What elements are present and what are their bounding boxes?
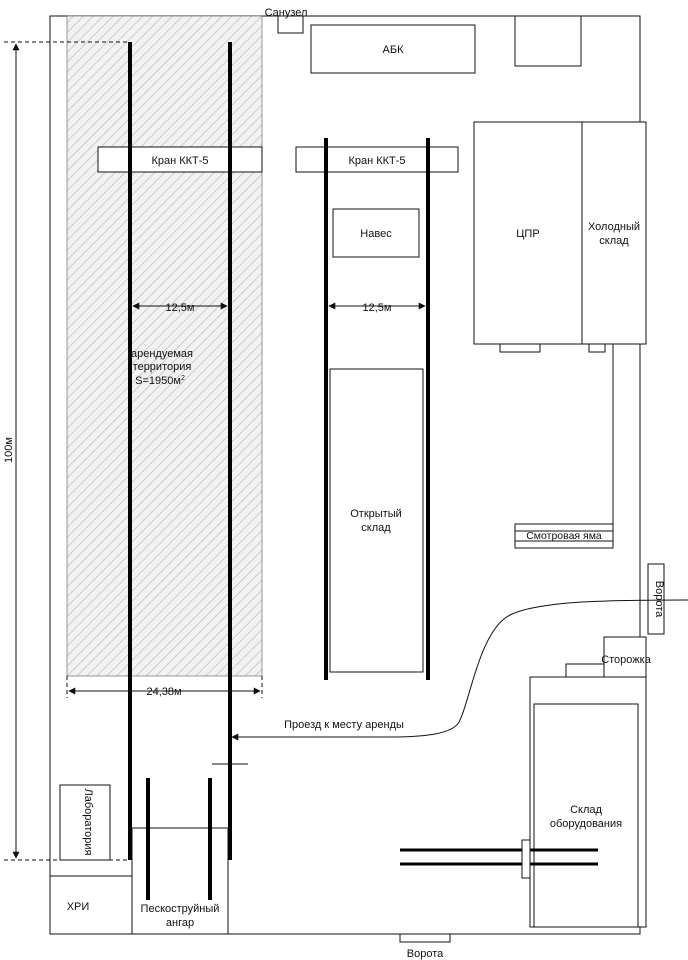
guardhouse-label: Сторожка xyxy=(601,654,652,666)
sandblast-line2: ангар xyxy=(166,917,194,929)
rent-label-line2: территория xyxy=(133,361,192,373)
laboratory-label: Лаборатория xyxy=(82,789,94,856)
sanuzel-block[interactable] xyxy=(277,15,304,34)
cold-store-block[interactable] xyxy=(581,121,647,345)
height-dimension-label: 100м xyxy=(3,437,15,463)
inspection-pit-label: Смотровая яма xyxy=(526,530,602,542)
gate-right-label: Ворота xyxy=(653,581,665,618)
rent-area-label: S=1950м2 xyxy=(135,375,185,387)
top-right-block[interactable] xyxy=(514,15,582,67)
laboratory-block[interactable] xyxy=(59,784,111,861)
equipment-store-line1: Склад xyxy=(570,804,602,816)
cold-store-line2: склад xyxy=(599,235,629,247)
rent-label-line1: арендуемая xyxy=(131,348,193,360)
gate-bottom-label: Ворота xyxy=(407,948,444,960)
sandblast-line1: Пескоструйный xyxy=(141,903,220,915)
guardhouse-block[interactable] xyxy=(603,636,647,678)
crane-right-label: Кран ККТ-5 xyxy=(348,155,405,167)
abk-label: АБК xyxy=(383,44,405,56)
sanuzel-label: Санузел xyxy=(265,7,308,19)
cold-store-door xyxy=(588,343,606,353)
naves-label: Навес xyxy=(360,228,392,240)
guardhouse-step xyxy=(565,663,605,678)
site-boundary xyxy=(49,15,641,935)
passage-label: Проезд к месту аренды xyxy=(284,719,404,731)
naves-block[interactable] xyxy=(332,208,420,258)
cpr-label: ЦПР xyxy=(516,228,539,240)
open-store-line2: склад xyxy=(361,522,391,534)
crane-left-label: Кран ККТ-5 xyxy=(151,155,208,167)
crane-right[interactable] xyxy=(295,146,459,173)
abk-block[interactable] xyxy=(310,24,476,74)
inspection-pit[interactable] xyxy=(514,523,614,549)
gate-bottom[interactable] xyxy=(399,933,451,943)
crane-left[interactable] xyxy=(97,146,263,173)
equipment-store-inner[interactable] xyxy=(533,703,639,928)
open-store-block[interactable] xyxy=(329,368,424,673)
passage-road xyxy=(231,599,688,741)
rented-area[interactable] xyxy=(66,15,263,677)
hri-block[interactable] xyxy=(49,875,133,935)
open-store-line1: Открытый xyxy=(350,508,402,520)
span-left-label: 12,5м xyxy=(166,302,195,314)
cpr-block[interactable] xyxy=(473,121,583,345)
gate-right[interactable] xyxy=(647,563,665,635)
hri-label: ХРИ xyxy=(67,901,90,913)
equipment-store-line2: оборудования xyxy=(550,818,622,830)
cpr-door xyxy=(499,343,541,353)
span-right-label: 12,5м xyxy=(363,302,392,314)
equipment-rail-gate xyxy=(521,839,531,879)
cold-store-line1: Холодный xyxy=(588,221,640,233)
width-dimension-label: 24,38м xyxy=(146,686,181,698)
